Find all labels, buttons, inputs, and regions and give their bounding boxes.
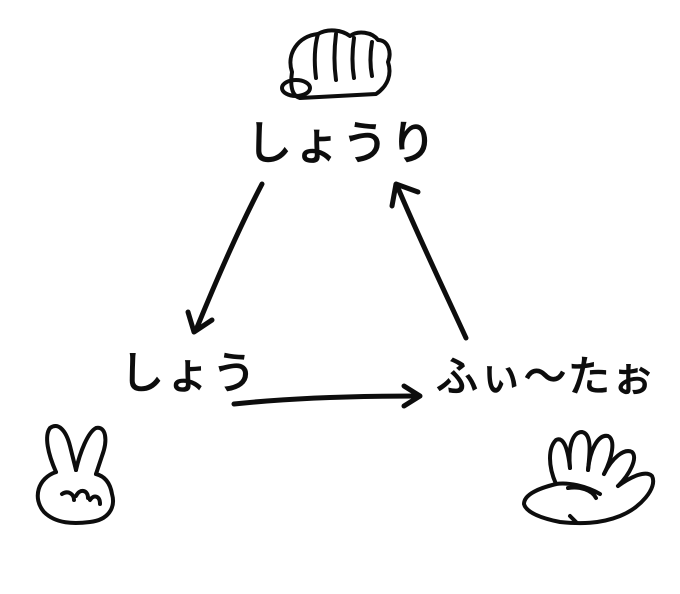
node-label-left: しょう: [120, 348, 258, 399]
peace-scissors-hand-icon: [35, 424, 115, 525]
fist-rock-hand-icon: [280, 28, 392, 100]
arrow-right-to-top: [389, 181, 469, 341]
arrow-left-to-right: [231, 383, 423, 409]
open-paper-hand-icon: [522, 430, 656, 526]
arrow-top-to-left: [185, 181, 265, 335]
node-label-top: しょうり: [246, 116, 438, 170]
node-label-right: ふぃ〜たぉ: [436, 352, 657, 401]
